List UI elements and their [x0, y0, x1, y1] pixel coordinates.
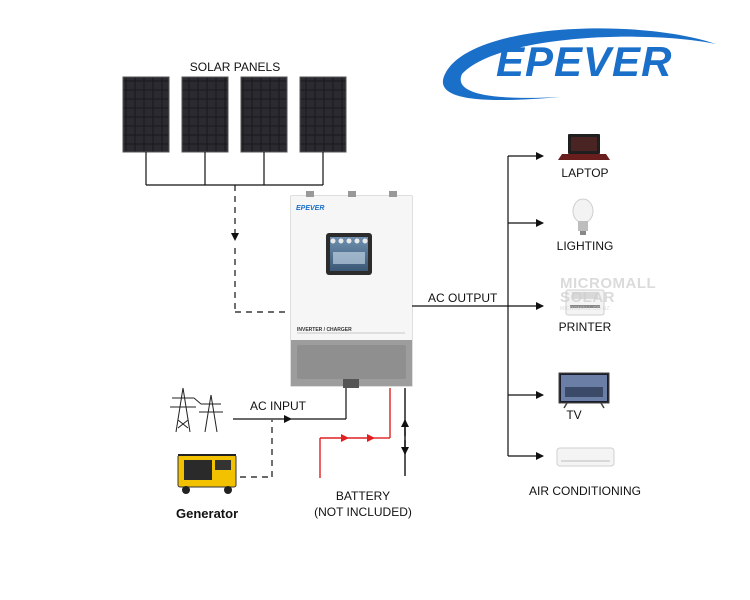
generator-icon	[177, 454, 237, 494]
brand-logo-text: EPEVER	[496, 38, 673, 85]
ac-input-label: AC INPUT	[250, 399, 307, 413]
power-pylon-icon	[170, 387, 223, 433]
ac-output-label: AC OUTPUT	[428, 291, 498, 305]
generator-label: Generator	[176, 506, 239, 521]
laptop-icon	[558, 134, 610, 160]
solar-panels-label: SOLAR PANELS	[189, 60, 281, 74]
solar-panel	[181, 76, 229, 153]
output-label-laptop: LAPTOP	[561, 166, 609, 180]
watermark-line3: MICROMALL.CO.NZ	[560, 306, 610, 312]
watermark: MICROMALL SOLAR MICROMALL.CO.NZ	[560, 275, 657, 313]
solar-panel-array	[122, 76, 347, 153]
light-bulb-icon	[572, 198, 594, 235]
pv-dashed-line	[231, 185, 290, 313]
battery-label: BATTERY	[335, 489, 391, 503]
watermark-line2: SOLAR	[560, 289, 615, 306]
solar-panel	[122, 76, 170, 153]
brand-logo	[442, 28, 716, 101]
battery-note-label: (NOT INCLUDED)	[314, 505, 412, 519]
tv-icon	[558, 372, 610, 409]
output-label-air-conditioning: AIR CONDITIONING	[528, 484, 642, 498]
printer-icon	[565, 289, 605, 316]
air-conditioner-icon	[556, 447, 615, 467]
output-label-printer: PRINTER	[558, 320, 612, 334]
device-label: INVERTER / CHARGER	[297, 327, 352, 333]
device-brand-label: EPEVER	[296, 205, 325, 212]
watermark-line1: MICROMALL	[560, 275, 657, 292]
panel-wiring	[145, 152, 324, 186]
output-label-tv: TV	[566, 408, 582, 422]
battery-red-wire	[319, 388, 391, 478]
solar-panel	[240, 76, 288, 153]
solar-panel	[299, 76, 347, 153]
inverter-charger	[290, 191, 413, 388]
output-label-lighting: LIGHTING	[556, 239, 614, 253]
ac-output-bus	[412, 152, 544, 460]
generator-dashed-line	[240, 420, 273, 478]
ac-input-line	[233, 388, 347, 423]
